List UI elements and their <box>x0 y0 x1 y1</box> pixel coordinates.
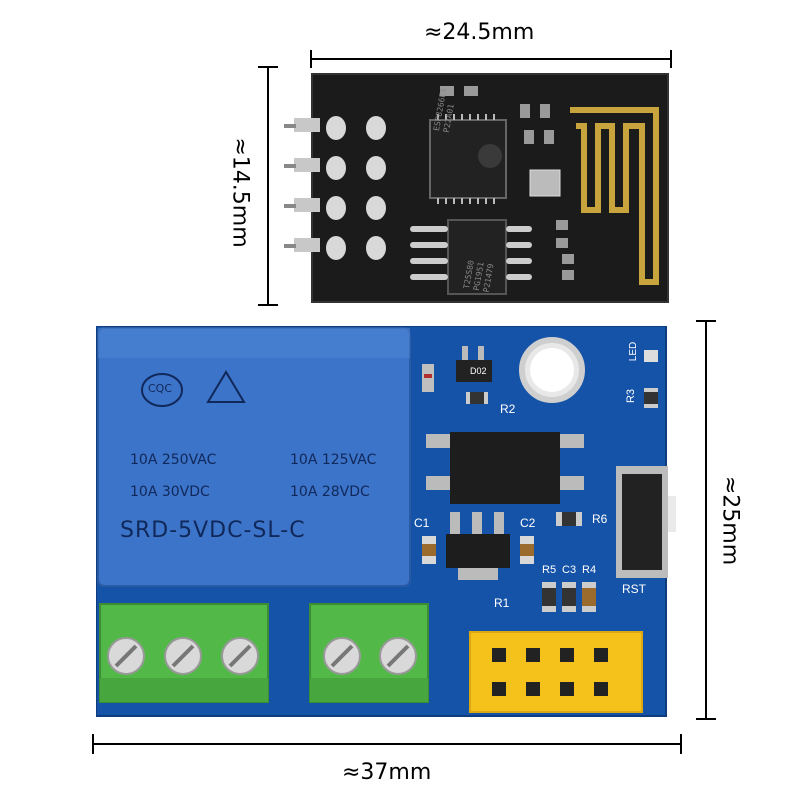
bottom-height-dimension <box>696 320 716 720</box>
led <box>644 350 658 362</box>
relay-rating-3: 10A 30VDC <box>130 484 210 500</box>
relay-rating-1: 10A 250VAC <box>130 452 217 468</box>
pcb-label-c2: C2 <box>520 516 536 530</box>
pcb-label-r1: R1 <box>494 596 510 610</box>
pcb-antenna <box>570 107 659 285</box>
flash-chip <box>447 219 507 295</box>
pcb-label-d2: D02 <box>470 366 487 376</box>
top-width-dimension <box>310 44 672 74</box>
esp-chip <box>429 119 507 199</box>
cqc-logo-text: CQC <box>148 382 173 395</box>
top-width-label: ≈24.5mm <box>424 20 535 45</box>
solder-pins <box>326 116 386 260</box>
voltage-regulator <box>446 534 510 568</box>
bottom-width-dimension <box>92 734 682 754</box>
optocoupler <box>450 432 560 504</box>
pin-header <box>284 118 320 252</box>
bottom-height-label: ≈25mm <box>717 475 743 566</box>
pcb-label-r6: R6 <box>592 512 608 526</box>
terminal-block-2 <box>309 603 429 703</box>
relay-model: SRD-5VDC-SL-C <box>120 518 306 543</box>
pcb-label-c3: C3 <box>562 564 577 576</box>
pcb-label-c1: C1 <box>414 516 430 530</box>
bottom-width-label: ≈37mm <box>342 760 432 785</box>
pcb-label-r5: R5 <box>542 564 557 576</box>
top-height-label: ≈14.5mm <box>227 137 253 248</box>
pcb-label-r4: R4 <box>582 564 597 576</box>
pcb-label-r3: R3 <box>625 388 638 404</box>
terminal-block-3 <box>99 603 269 703</box>
esp01-socket <box>469 631 643 713</box>
pcb-label-led: LED <box>628 341 640 362</box>
relay-rating-4: 10A 28VDC <box>290 484 370 500</box>
pcb-label-rst: RST <box>622 582 646 596</box>
flash-chip-text: T25S80 PG1951 P21479 <box>462 260 497 294</box>
pcb-label-r2: R2 <box>500 402 516 416</box>
relay-board <box>96 326 676 717</box>
top-height-dimension <box>258 66 278 306</box>
crystal <box>529 169 561 197</box>
esp01-module <box>284 73 669 303</box>
relay-rating-2: 10A 125VAC <box>290 452 377 468</box>
